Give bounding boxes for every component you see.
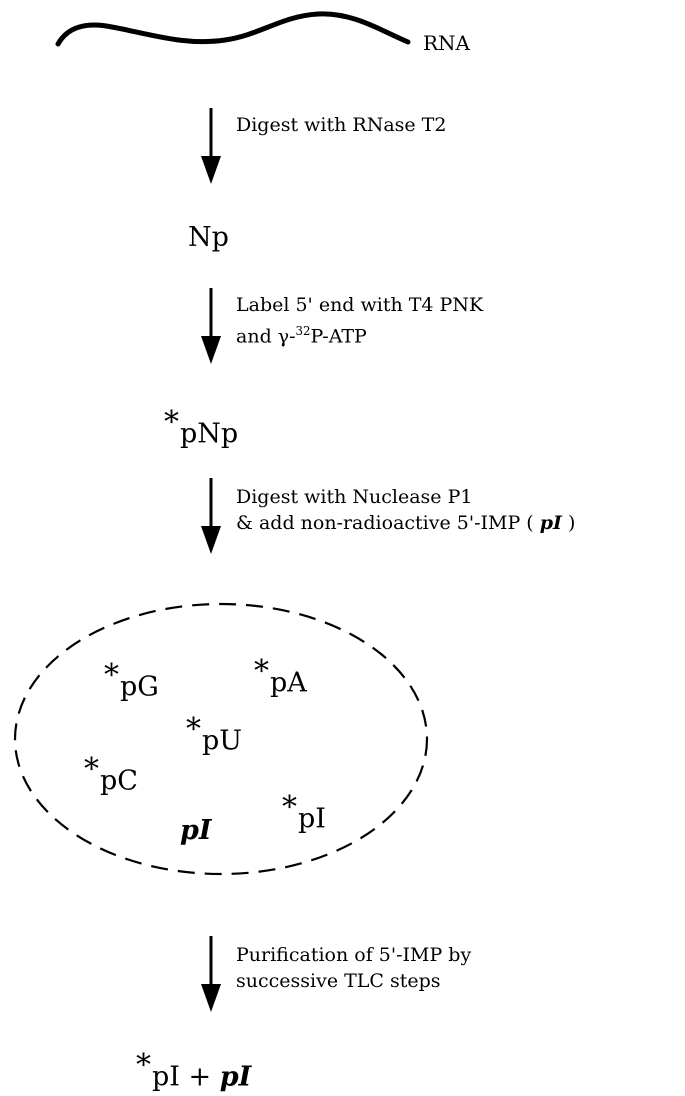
arrow-step-4 [201,936,221,1012]
step-3-line-1: Digest with Nuclease P1 [236,486,473,508]
arrow-step-1 [201,108,221,184]
step-4-label: Purification of 5'-IMP by successive TLC… [236,942,471,994]
mixture-pI-labeled: *pI [282,790,326,835]
step-2-label: Label 5' end with T4 PNK and γ-32P-ATP [236,292,483,349]
node-pnp: *pNp [164,405,239,450]
mixture-pI-unlabeled: pI [180,815,212,846]
step-3-line-2: & add non-radioactive 5'-IMP ( pI ) [236,512,576,534]
step-3-label: Digest with Nuclease P1 & add non-radioa… [236,484,575,536]
mixture-ellipse [13,602,429,876]
mixture-pU: *pU [186,712,243,757]
final-unlabeled-pI: pI [219,1061,252,1093]
rna-label: RNA [423,31,471,55]
step-2-line-2: and γ-32P-ATP [236,324,367,348]
node-np: Np [188,222,229,253]
step-2-line-1: Label 5' end with T4 PNK [236,294,484,316]
mixture-pA: *pA [254,654,307,699]
step-4-line-1: Purification of 5'-IMP by [236,944,472,966]
arrow-step-2 [201,288,221,364]
step-4-line-2: successive TLC steps [236,970,441,992]
step-1-label: Digest with RNase T2 [236,114,447,136]
arrow-step-3 [201,478,221,554]
rna-strand [55,11,411,47]
mixture-pG: *pG [104,658,159,703]
final-labeled-pI: pI [152,1061,180,1093]
final-product: *pI + pI [136,1048,252,1093]
mixture-pC: *pC [84,752,138,797]
